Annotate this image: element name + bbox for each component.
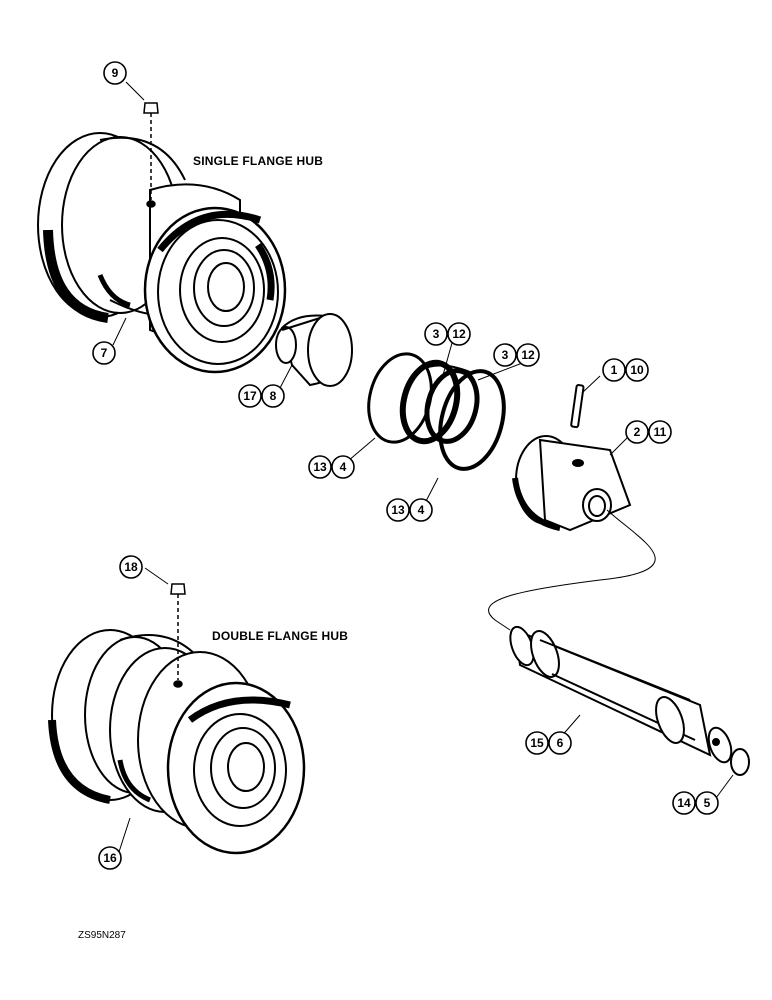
end-cap-bracket-drawing: [512, 384, 632, 532]
callout-5-text: 5: [704, 796, 711, 810]
callout-6-text: 6: [557, 736, 564, 750]
callout-13-upper-text: 13: [313, 460, 327, 474]
callout-16: 16: [98, 846, 122, 870]
assembly-path-line: [488, 509, 656, 631]
callout-10: 10: [625, 358, 649, 382]
double-flange-hub-drawing: [48, 629, 306, 855]
plug-18-drawing: [170, 583, 186, 688]
seal-group-drawing: [367, 352, 506, 471]
callout-14: 14: [672, 791, 696, 815]
callout-12-lower: 12: [516, 343, 540, 367]
callout-8-text: 8: [270, 389, 277, 403]
callout-18: 18: [119, 555, 143, 579]
callout-8: 8: [261, 384, 285, 408]
leader-lines: [112, 81, 734, 856]
callout-3-lower: 3: [493, 343, 517, 367]
callout-15-text: 15: [530, 736, 544, 750]
shaft-drawing: [509, 625, 750, 776]
callout-9-text: 9: [112, 66, 119, 80]
callout-12-upper-text: 12: [452, 327, 466, 341]
callout-1: 1: [602, 358, 626, 382]
callout-4-lower: 4: [409, 498, 433, 522]
callout-3-lower-text: 3: [502, 348, 509, 362]
double-flange-hub-label: DOUBLE FLANGE HUB: [212, 629, 348, 643]
callout-4-upper-text: 4: [340, 460, 347, 474]
callout-16-text: 16: [103, 851, 117, 865]
callout-13-upper: 13: [308, 455, 332, 479]
callout-17-text: 17: [243, 389, 257, 403]
callout-2-text: 2: [634, 425, 641, 439]
drawing-code-label: ZS95N287: [78, 930, 126, 941]
callout-11: 11: [648, 420, 672, 444]
callout-15: 15: [525, 731, 549, 755]
callout-6: 6: [548, 731, 572, 755]
callout-2: 2: [625, 420, 649, 444]
single-flange-hub-drawing: [37, 132, 287, 374]
callout-11-text: 11: [654, 425, 667, 439]
callout-7-text: 7: [101, 346, 108, 360]
callout-4-upper: 4: [331, 455, 355, 479]
callout-13-lower-text: 13: [391, 503, 405, 517]
callout-4-lower-text: 4: [418, 503, 425, 517]
callout-3-upper-text: 3: [433, 327, 440, 341]
single-flange-hub-label: SINGLE FLANGE HUB: [193, 154, 323, 168]
callout-17: 17: [238, 384, 262, 408]
callout-9: 9: [103, 61, 127, 85]
callout-5: 5: [695, 791, 719, 815]
callout-13-lower: 13: [386, 498, 410, 522]
callout-12-upper: 12: [447, 322, 471, 346]
callout-10-text: 10: [630, 363, 644, 377]
callout-1-text: 1: [611, 363, 618, 377]
plug-9-drawing: [143, 102, 159, 208]
bushing-drawing: [275, 313, 353, 387]
callout-3-upper: 3: [424, 322, 448, 346]
callout-14-text: 14: [677, 796, 691, 810]
callout-12-lower-text: 12: [521, 348, 535, 362]
callout-18-text: 18: [124, 560, 138, 574]
callout-7: 7: [92, 341, 116, 365]
